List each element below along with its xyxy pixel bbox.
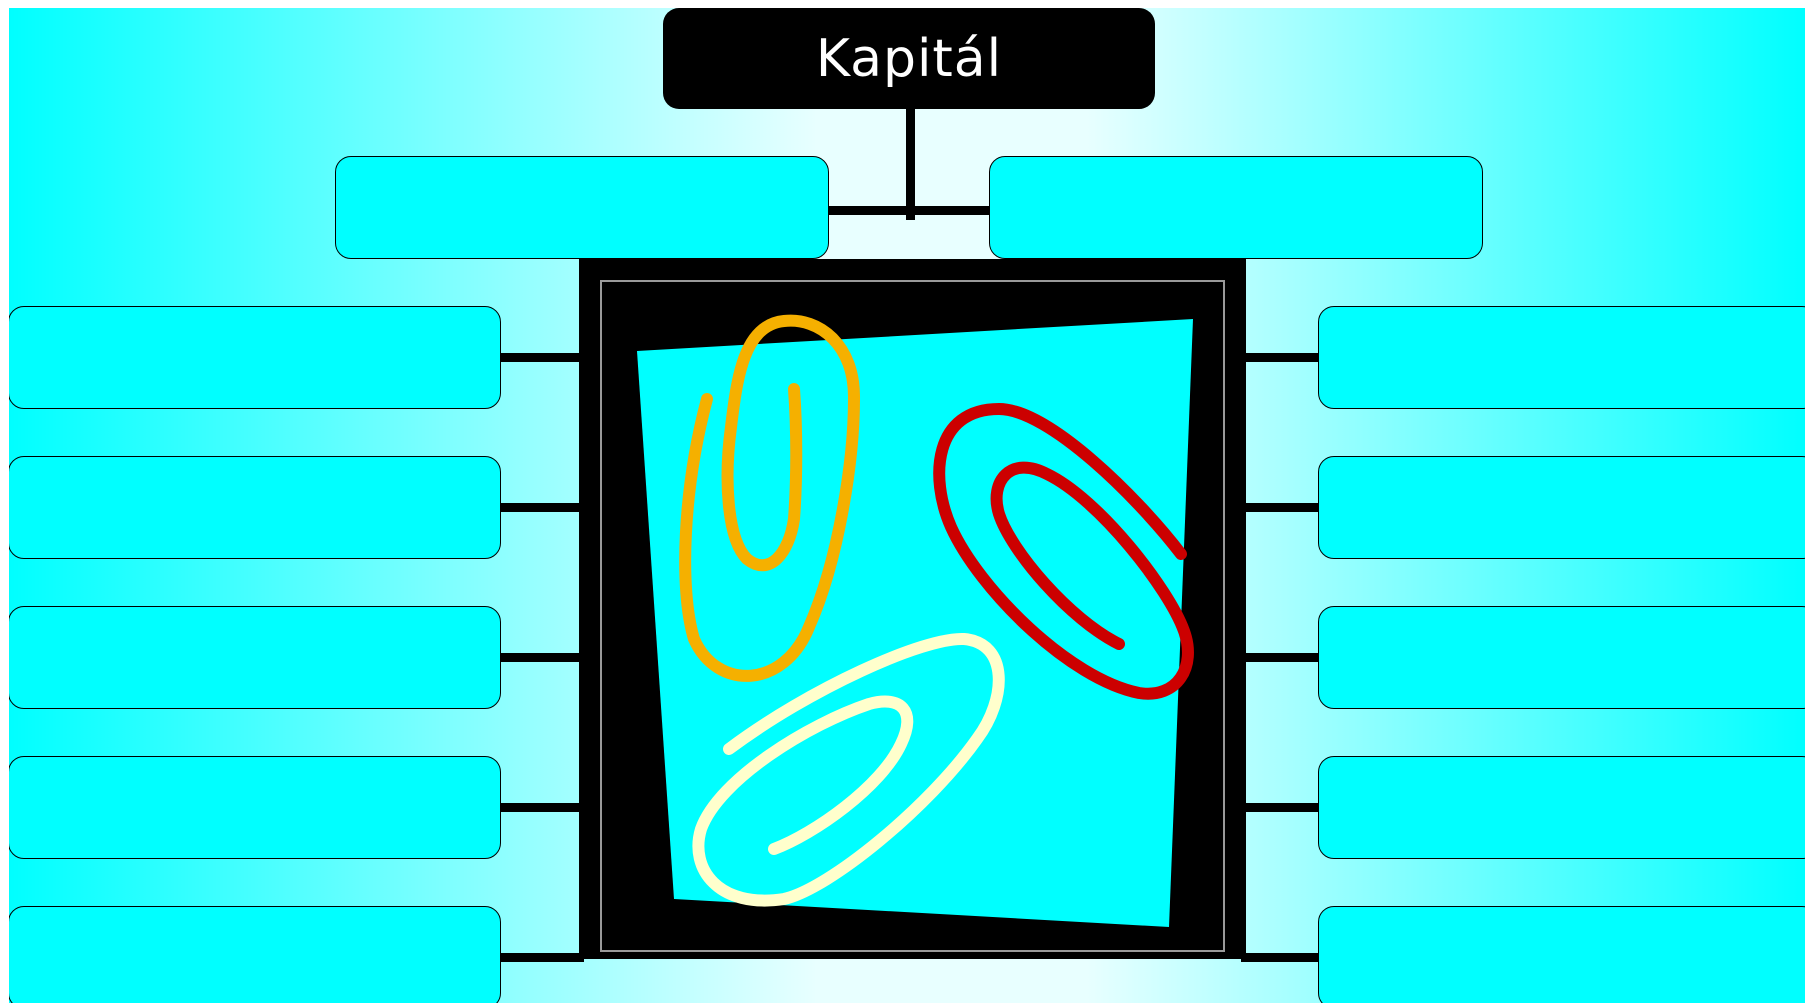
left-box-3[interactable] — [9, 606, 501, 709]
connector-top-horizontal — [827, 206, 995, 215]
left-box-5[interactable] — [9, 906, 501, 1003]
title-box: Kapitál — [663, 8, 1155, 109]
connector-left-5 — [499, 953, 584, 962]
right-box-2[interactable] — [1318, 456, 1805, 559]
right-box-4[interactable] — [1318, 756, 1805, 859]
slide-canvas: Kapitál — [9, 8, 1805, 1003]
top-left-box[interactable] — [335, 156, 829, 259]
paperclips-icon — [579, 259, 1246, 959]
connector-left-4 — [499, 803, 584, 812]
connector-left-1 — [499, 353, 584, 362]
connector-left-3 — [499, 653, 584, 662]
diagram-title: Kapitál — [816, 29, 1002, 89]
connector-title-vertical — [906, 108, 915, 220]
right-box-3[interactable] — [1318, 606, 1805, 709]
connector-left-2 — [499, 503, 584, 512]
top-right-box[interactable] — [989, 156, 1483, 259]
left-box-2[interactable] — [9, 456, 501, 559]
left-box-4[interactable] — [9, 756, 501, 859]
cyan-paper — [637, 319, 1193, 927]
left-box-1[interactable] — [9, 306, 501, 409]
right-box-1[interactable] — [1318, 306, 1805, 409]
right-box-5[interactable] — [1318, 906, 1805, 1003]
